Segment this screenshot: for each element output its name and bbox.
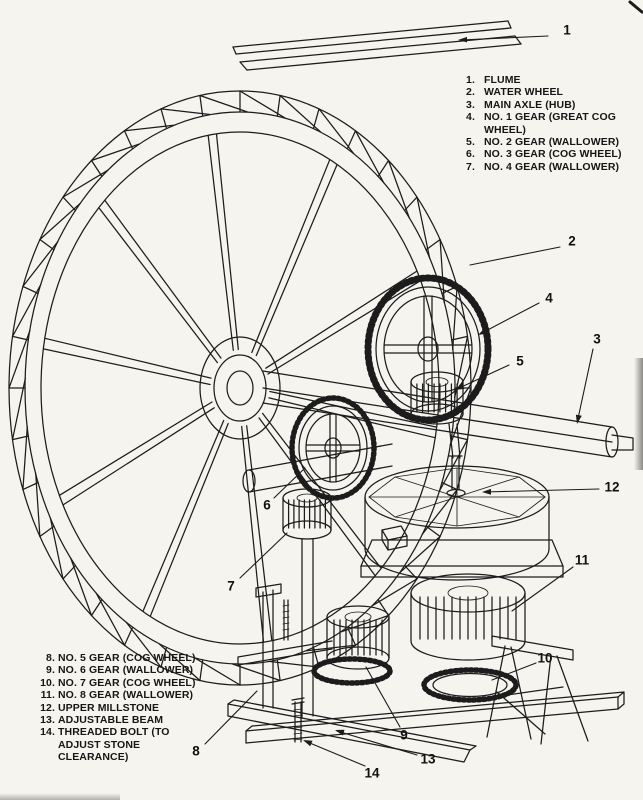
upper-millstone	[364, 455, 550, 581]
support-frame	[237, 583, 333, 709]
legend-item-number: 9.	[46, 664, 55, 677]
legend-item-label: MAIN AXLE (HUB)	[484, 98, 576, 111]
adjustable-beam	[245, 691, 625, 744]
legend-item-label: NO. 1 GEAR (GREAT COG WHEEL)	[484, 111, 616, 136]
callout-6: 6	[263, 497, 271, 513]
legend-item-label: NO. 4 GEAR (WALLOWER)	[484, 160, 620, 173]
legend-item-label: NO. 6 GEAR (WALLOWER)	[58, 664, 194, 677]
callout-4: 4	[545, 290, 553, 306]
legend-item-number: 6.	[466, 148, 475, 161]
legend-item-number: 1.	[466, 74, 475, 86]
legend-item-number: 14.	[40, 726, 55, 739]
legend-item: 1. FLUME	[466, 74, 642, 86]
legend-item-number: 5.	[466, 136, 475, 149]
callout-8: 8	[192, 743, 200, 759]
legend-item: 5. NO. 2 GEAR (WALLOWER)	[466, 136, 642, 148]
legend-top: 1. FLUME 2. WATER WHEEL 3. MAIN AXLE (HU…	[466, 74, 642, 173]
callout-14: 14	[364, 765, 380, 781]
scan-smudge	[0, 793, 120, 800]
legend-item-label: THREADED BOLT (TO ADJUST STONE CLEARANCE…	[58, 726, 170, 764]
corner-mark	[628, 0, 643, 14]
legend-item-label: NO. 7 GEAR (COG WHEEL)	[58, 676, 196, 689]
legend-item-label: NO. 2 GEAR (WALLOWER)	[484, 136, 620, 149]
main-axle	[262, 370, 634, 458]
legend-item-number: 11.	[40, 689, 55, 702]
scan-smudge	[634, 358, 643, 470]
millstone-base	[360, 525, 564, 578]
legend-item-number: 2.	[466, 86, 475, 99]
callout-12: 12	[604, 479, 620, 495]
legend-item-label: WATER WHEEL	[484, 86, 564, 99]
legend-bottom: 8. NO. 5 GEAR (COG WHEEL) 9. NO. 6 GEAR …	[34, 652, 203, 764]
no7-gear-cog	[421, 667, 519, 703]
callout-1: 1	[563, 22, 571, 38]
legend-item: 8. NO. 5 GEAR (COG WHEEL)	[34, 652, 203, 664]
no3-gear-cog	[289, 395, 377, 501]
callout-10: 10	[537, 650, 553, 666]
callout-11: 11	[574, 552, 590, 568]
leader-lines	[204, 35, 600, 767]
legend-item: 10. NO. 7 GEAR (COG WHEEL)	[34, 677, 203, 689]
legend-item-number: 8.	[46, 652, 55, 664]
lower-beam	[227, 699, 477, 763]
lantern-bars	[287, 383, 517, 656]
callout-9: 9	[400, 727, 408, 743]
sawhorse	[478, 635, 589, 745]
threaded-bolt	[291, 697, 305, 743]
legend-item: 11. NO. 8 GEAR (WALLOWER)	[34, 689, 203, 701]
legend-item: 13. ADJUSTABLE BEAM	[34, 714, 203, 726]
legend-item-number: 10.	[40, 676, 55, 689]
callout-3: 3	[593, 331, 601, 347]
legend-item: 6. NO. 3 GEAR (COG WHEEL)	[466, 148, 642, 160]
no2-gear-wallower	[410, 371, 464, 459]
legend-item: 4. NO. 1 GEAR (GREAT COG WHEEL)	[466, 111, 642, 136]
flume	[232, 20, 522, 71]
legend-item: 3. MAIN AXLE (HUB)	[466, 99, 642, 111]
legend-item-number: 12.	[40, 701, 55, 714]
legend-item-label: FLUME	[484, 74, 521, 86]
no5-gear-cog	[311, 656, 393, 686]
legend-item-number: 3.	[466, 98, 475, 111]
legend-item: 9. NO. 6 GEAR (WALLOWER)	[34, 664, 203, 676]
callout-2: 2	[568, 233, 576, 249]
no4-gear-wallower	[282, 488, 332, 719]
legend-item: 7. NO. 4 GEAR (WALLOWER)	[466, 161, 642, 173]
callout-7: 7	[227, 578, 235, 594]
legend-item-label: NO. 8 GEAR (WALLOWER)	[58, 689, 194, 702]
legend-item-number: 4.	[466, 111, 475, 124]
legend-item: 12. UPPER MILLSTONE	[34, 702, 203, 714]
legend-item-number: 7.	[466, 160, 475, 173]
callout-13: 13	[420, 751, 436, 767]
legend-item: 14. THREADED BOLT (TO ADJUST STONE CLEAR…	[34, 726, 203, 763]
legend-item-number: 13.	[40, 714, 55, 727]
water-wheel	[8, 90, 472, 686]
legend-item-label: NO. 3 GEAR (COG WHEEL)	[484, 148, 622, 161]
legend-item-label: NO. 5 GEAR (COG WHEEL)	[58, 652, 196, 664]
legend-item: 2. WATER WHEEL	[466, 86, 642, 98]
legend-item-label: ADJUSTABLE BEAM	[58, 714, 164, 727]
callout-5: 5	[516, 353, 524, 369]
legend-item-label: UPPER MILLSTONE	[58, 701, 160, 714]
